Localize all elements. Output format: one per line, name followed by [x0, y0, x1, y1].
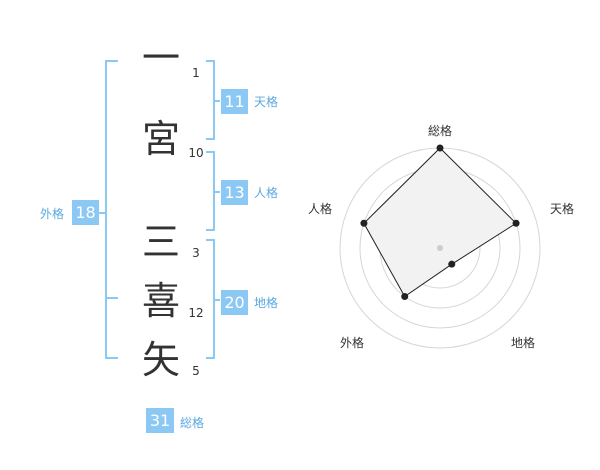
- jinkaku-value: 13: [221, 180, 248, 205]
- radar-axis-label-jinkaku: 人格: [307, 202, 332, 216]
- soukaku-label: 総格: [180, 416, 205, 430]
- radar-series-polygon: [363, 147, 517, 298]
- radar-axis-label-tenkaku: 天格: [549, 202, 574, 216]
- stroke-count-1: 1: [192, 66, 200, 80]
- radar-points: [360, 144, 520, 301]
- name-char-4: 喜: [141, 279, 180, 323]
- radar-point-3: [448, 260, 456, 268]
- stroke-count-3: 3: [192, 246, 200, 260]
- name-char-5: 矢: [141, 338, 180, 382]
- tenkaku-value: 11: [221, 89, 248, 114]
- stroke-count-5: 5: [192, 364, 200, 378]
- gaikaku-value: 18: [72, 200, 99, 225]
- radar-point-4: [401, 293, 409, 301]
- radar-point-5: [360, 219, 368, 227]
- tenkaku-label: 天格: [254, 95, 279, 109]
- radar-axis-label-chikaku: 地格: [510, 336, 535, 350]
- name-char-3: 三: [141, 220, 180, 264]
- gaikaku-label: 外格: [40, 207, 65, 221]
- tenkaku-bracket: [206, 60, 220, 140]
- radar-axis-label-gaikaku: 外格: [339, 336, 364, 350]
- chikaku-label: 地格: [254, 296, 279, 310]
- radar-point-1: [436, 144, 444, 152]
- jinkaku-bracket: [206, 151, 220, 231]
- jinkaku-label: 人格: [254, 186, 279, 200]
- soukaku-value: 31: [146, 408, 174, 433]
- radar-center-dot: [437, 245, 443, 251]
- name-char-1: 一: [141, 36, 180, 80]
- chikaku-bracket: [206, 239, 220, 359]
- radar-point-2: [512, 219, 520, 227]
- stroke-count-2: 10: [188, 146, 204, 160]
- stroke-count-4: 12: [188, 306, 204, 320]
- radar-axis-label-soukaku: 総格: [427, 124, 452, 138]
- name-char-2: 宮: [141, 117, 180, 161]
- chikaku-value: 20: [221, 290, 248, 315]
